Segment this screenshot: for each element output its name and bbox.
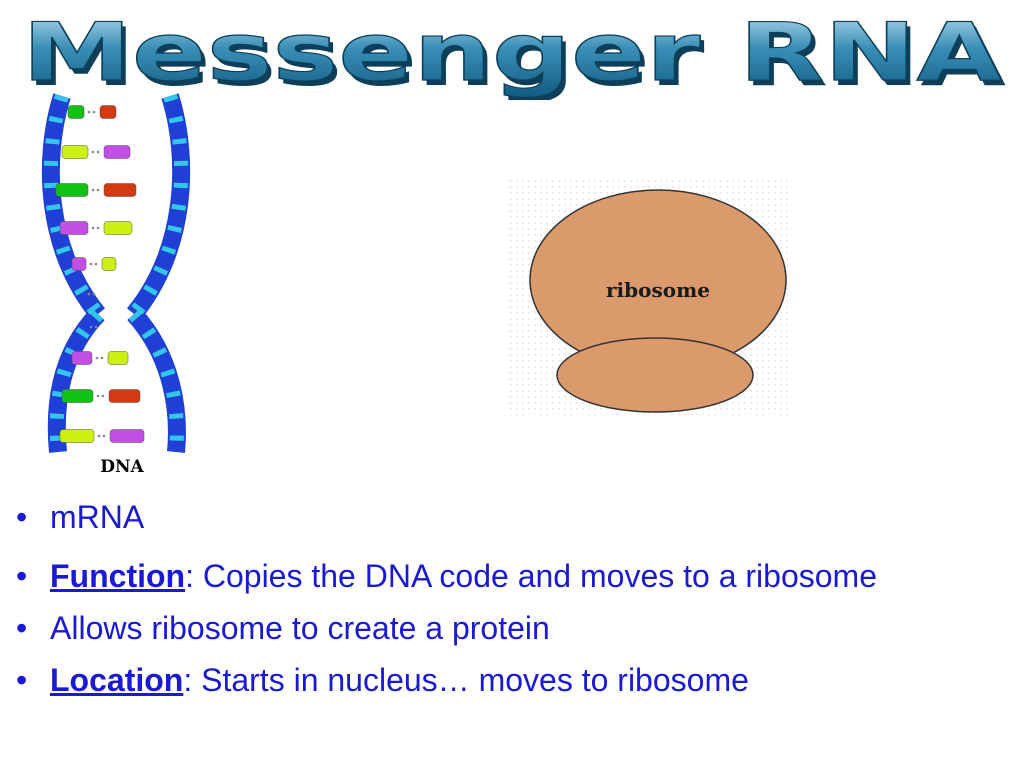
hydrogen-bond-dot — [96, 394, 100, 398]
slide-title-wordart: Messenger RNA Messenger RNA — [21, 5, 1006, 100]
hydrogen-bond-dot — [102, 434, 106, 438]
bullet-text: Allows ribosome to create a protein — [50, 610, 550, 646]
hydrogen-bond-dot — [87, 110, 91, 114]
hydrogen-bond-dot — [91, 188, 95, 192]
hydrogen-bond-dot — [101, 394, 105, 398]
base-right — [103, 183, 137, 197]
hydrogen-bond-dot — [91, 150, 95, 154]
base-left — [71, 257, 87, 271]
slide-title: Messenger RNA — [22, 6, 1002, 99]
hydrogen-bond-dot — [100, 356, 104, 360]
hydrogen-bond-dot — [97, 434, 101, 438]
ribosome-small-subunit — [556, 337, 754, 413]
hydrogen-bond-dot — [92, 110, 96, 114]
bullet-item: Location: Starts in nucleus… moves to ri… — [10, 661, 1010, 699]
ribosome-illustration: ribosome — [510, 180, 790, 415]
base-right — [109, 429, 145, 443]
bullet-item: mRNA — [10, 498, 1010, 536]
hydrogen-bond-dot — [89, 262, 93, 266]
base-right — [99, 105, 117, 119]
bullet-list: mRNA Function: Copies the DNA code and m… — [10, 498, 1010, 720]
bullet-text: : Starts in nucleus… moves to ribosome — [183, 662, 749, 698]
bullet-item: Allows ribosome to create a protein — [10, 609, 1010, 647]
hydrogen-bond-dot — [96, 188, 100, 192]
bullet-keyword: Location — [50, 662, 184, 698]
base-left — [67, 105, 85, 119]
hydrogen-bond-dot — [95, 356, 99, 360]
hydrogen-bond-dot — [89, 325, 93, 329]
hydrogen-bond-dot — [96, 226, 100, 230]
bullet-keyword: Function — [50, 558, 186, 594]
dna-label: DNA — [100, 457, 144, 477]
hydrogen-bond-dot — [94, 325, 98, 329]
title-shadow: Messenger RNA — [26, 11, 1006, 100]
base-left — [55, 183, 89, 197]
bullet-text: mRNA — [50, 499, 145, 535]
base-right — [101, 257, 117, 271]
hydrogen-bond-dot — [91, 226, 95, 230]
hydrogen-bond-dot — [96, 150, 100, 154]
base-left — [71, 351, 93, 365]
hydrogen-bond-dot — [87, 292, 91, 296]
ribosome-label: ribosome — [606, 278, 710, 302]
base-right — [103, 221, 133, 235]
bullet-text: : Copies the DNA code and moves to a rib… — [185, 558, 877, 594]
base-right — [103, 145, 131, 159]
hydrogen-bond-dot — [92, 292, 96, 296]
dna-illustration: DNA — [41, 93, 191, 477]
hydrogen-bond-dot — [94, 262, 98, 266]
base-right — [107, 351, 129, 365]
base-left — [59, 429, 95, 443]
base-right — [108, 389, 141, 403]
base-left — [59, 221, 89, 235]
base-left — [61, 145, 89, 159]
dna-base-pairs — [55, 105, 145, 443]
dna-backbone — [41, 93, 191, 453]
base-left — [61, 389, 94, 403]
bullet-item: Function: Copies the DNA code and moves … — [10, 557, 1010, 595]
